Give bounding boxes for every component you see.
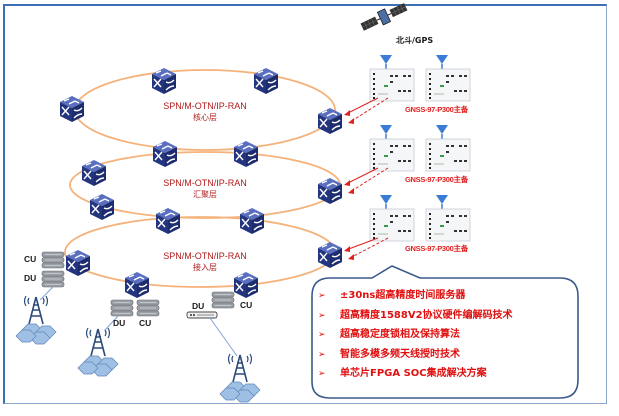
aggregation-layer-title: SPN/M-OTN/IP-RAN xyxy=(163,178,247,188)
radio-links xyxy=(39,286,238,357)
sync-links xyxy=(345,97,389,259)
access-layer-title: SPN/M-OTN/IP-RAN xyxy=(163,251,247,261)
arrow-bullet-icon: ➢ xyxy=(318,369,326,379)
du-label: DU xyxy=(192,301,205,311)
feature-item: ➢±30ns超高精度时间服务器 xyxy=(318,286,513,306)
cu-label: CU xyxy=(24,254,37,264)
feature-list: ➢±30ns超高精度时间服务器 ➢超高精度1588V2协议硬件编解码技术 ➢超高… xyxy=(318,286,513,384)
diagram-frame xyxy=(3,4,607,404)
switch-icon xyxy=(317,107,343,135)
switch-icon xyxy=(253,67,279,95)
switch-icon xyxy=(152,140,178,168)
du-unit-icon xyxy=(41,270,65,288)
cu-unit-icon xyxy=(136,299,160,317)
feature-callout xyxy=(311,265,579,399)
gnss-server-icon xyxy=(425,54,471,102)
switch-icon xyxy=(233,271,259,299)
switch-icon xyxy=(65,249,91,277)
du-label: DU xyxy=(113,318,126,328)
du-label: DU xyxy=(24,273,37,283)
gnss-label: GNSS-97-P300主备 xyxy=(405,175,468,184)
du-unit-icon xyxy=(110,299,134,317)
du-rack-icon xyxy=(186,311,218,319)
feature-item: ➢超高稳定度锁相及保持算法 xyxy=(318,325,513,345)
gnss-label: GNSS-97-P300主备 xyxy=(405,244,468,253)
switch-icon xyxy=(89,193,115,221)
cu-label: CU xyxy=(139,318,152,328)
satellite-label: 北斗/GPS xyxy=(396,36,434,45)
feature-item: ➢单芯片FPGA SOC集成解决方案 xyxy=(318,364,513,384)
feature-item: ➢智能多模多频天线授时技术 xyxy=(318,345,513,365)
gnss-server-icon xyxy=(369,124,415,172)
core-layer-subtitle: 核心层 xyxy=(193,113,217,122)
switch-icon xyxy=(317,241,343,269)
gnss-server-icon xyxy=(369,54,415,102)
satellite-icon xyxy=(360,3,408,31)
cu-label: CU xyxy=(240,300,253,310)
gnss-server-icon xyxy=(369,194,415,242)
cell-tower-icon xyxy=(219,353,261,403)
switch-icon xyxy=(124,271,150,299)
arrow-bullet-icon: ➢ xyxy=(318,291,326,301)
switch-icon xyxy=(233,140,259,168)
gnss-server-icon xyxy=(425,124,471,172)
switch-icon xyxy=(155,207,181,235)
access-layer-subtitle: 接入层 xyxy=(193,263,217,272)
core-layer-title: SPN/M-OTN/IP-RAN xyxy=(163,101,247,111)
arrow-bullet-icon: ➢ xyxy=(318,310,326,321)
gnss-server-icon xyxy=(425,194,471,242)
feature-item: ➢超高精度1588V2协议硬件编解码技术 xyxy=(318,306,513,326)
switch-icon xyxy=(239,207,265,235)
switch-icon xyxy=(59,95,85,123)
cell-tower-icon xyxy=(77,327,119,377)
arrow-bullet-icon: ➢ xyxy=(318,349,326,360)
cell-tower-icon xyxy=(15,295,57,345)
cu-unit-icon xyxy=(211,291,235,309)
aggregation-layer-subtitle: 汇聚层 xyxy=(193,190,217,199)
switch-icon xyxy=(317,177,343,205)
gnss-label: GNSS-97-P300主备 xyxy=(405,105,468,114)
arrow-bullet-icon: ➢ xyxy=(318,330,326,340)
cu-unit-icon xyxy=(41,251,65,269)
